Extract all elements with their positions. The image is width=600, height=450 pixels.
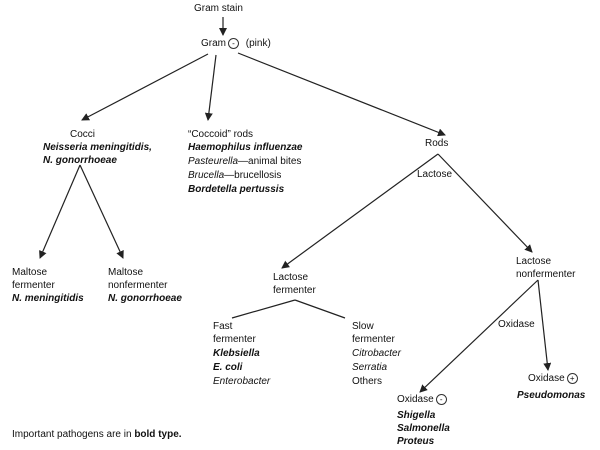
gram-label: Gram [201, 38, 226, 49]
oxidase-negative-node: Oxidase- [397, 393, 447, 406]
edge-gram-to-coccoid [204, 54, 217, 121]
brucella-note: —brucellosis [224, 170, 282, 181]
cocci-title: Cocci [70, 129, 96, 140]
edge-rods-to-lactose-nonfermenter [437, 153, 533, 253]
maltose-fermenter-line2: fermenter [12, 280, 55, 291]
footnote: Important pathogens are in bold type. [12, 428, 182, 441]
salmonella-label: Salmonella [397, 423, 450, 434]
oxidase-positive-label: Oxidase [528, 373, 565, 384]
brucella-row: Brucella—brucellosis [188, 169, 281, 182]
maltose-nonfermenter-line2: nonfermenter [108, 280, 168, 291]
slow-fermenter-line2: fermenter [352, 334, 395, 345]
maltose-nonfermenter-line1: Maltose [108, 267, 144, 278]
edge-gram-to-rods [237, 52, 446, 137]
haemophilus-label: Haemophilus influenzae [188, 142, 303, 153]
brucella-label: Brucella [188, 170, 225, 181]
edge-cocci-to-maltose-nonfermenter [79, 164, 124, 259]
maltose-fermenter-line1: Maltose [12, 267, 48, 278]
enterobacter-label: Enterobacter [213, 376, 271, 387]
oxidase-negative-label: Oxidase [397, 394, 434, 405]
maltose-nonfermenter-species: N. gonorrhoeae [108, 293, 182, 304]
footnote-bold: bold type. [134, 429, 182, 440]
pasteurella-note: —animal bites [238, 156, 302, 167]
klebsiella-label: Klebsiella [213, 348, 260, 359]
lactose-fermenter-line1: Lactose [273, 272, 309, 283]
edge-nonfermenter-to-oxidase-neg [419, 279, 539, 393]
rods-title: Rods [425, 138, 449, 149]
cocci-species-1: Neisseria meningitidis, [43, 142, 152, 153]
oxidase-edge-label: Oxidase [498, 319, 535, 330]
oxidase-positive-node: Oxidase+ [528, 372, 578, 385]
gram-negative-sign: - [228, 37, 239, 49]
slow-fermenter-line1: Slow [352, 321, 374, 332]
serratia-label: Serratia [352, 362, 388, 373]
coccoid-rods-title: “Coccoid” rods [188, 129, 254, 140]
edge-cocci-to-maltose-fermenter [39, 164, 81, 259]
lactose-edge-label: Lactose [417, 169, 453, 180]
pseudomonas-label: Pseudomonas [517, 390, 586, 401]
others-label: Others [352, 376, 383, 387]
edge-lactose-to-fast [231, 299, 296, 319]
cocci-species-2: N. gonorrhoeae [43, 155, 117, 166]
shigella-label: Shigella [397, 410, 436, 421]
pasteurella-label: Pasteurella [188, 156, 239, 167]
bordetella-label: Bordetella pertussis [188, 184, 285, 195]
lactose-nonfermenter-line2: nonfermenter [516, 269, 576, 280]
gram-stain-label: Gram stain [194, 3, 243, 14]
pasteurella-row: Pasteurella—animal bites [188, 155, 301, 168]
lactose-nonfermenter-line1: Lactose [516, 256, 552, 267]
edge-nonfermenter-to-oxidase-pos [537, 279, 552, 371]
edge-lactose-to-slow [294, 299, 346, 319]
pink-label: (pink) [245, 38, 271, 49]
gram-node: Gram- (pink) [201, 37, 271, 50]
lactose-fermenter-line2: fermenter [273, 285, 316, 296]
proteus-label: Proteus [397, 436, 435, 447]
fast-fermenter-line2: fermenter [213, 334, 256, 345]
oxidase-positive-sign: + [566, 372, 578, 384]
oxidase-negative-sign: - [435, 393, 447, 405]
ecoli-label: E. coli [213, 362, 243, 373]
maltose-fermenter-species: N. meningitidis [12, 293, 84, 304]
edge-rods-to-lactose-fermenter [281, 153, 439, 269]
citrobacter-label: Citrobacter [352, 348, 401, 359]
footnote-text: Important pathogens are in [12, 429, 135, 440]
fast-fermenter-line1: Fast [213, 321, 233, 332]
edge-gram-to-cocci [81, 53, 209, 121]
